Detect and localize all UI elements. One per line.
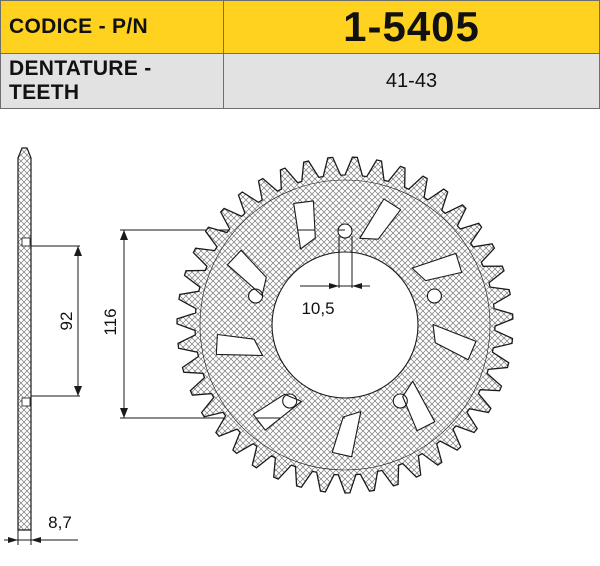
side-profile-outline xyxy=(17,147,32,531)
teeth-row: DENTATURE - TEETH 41-43 xyxy=(0,53,600,109)
dimension-92: 92 xyxy=(57,246,82,396)
sprocket-face xyxy=(176,156,514,494)
lightening-slot xyxy=(432,323,477,361)
spec-table: CODICE - P/N 1-5405 DENTATURE - TEETH 41… xyxy=(0,0,600,109)
center-bore xyxy=(271,251,419,399)
dim-92-label: 92 xyxy=(57,312,76,331)
hub-notch-top xyxy=(21,237,31,247)
dim-10-5-label: 10,5 xyxy=(301,299,334,318)
dim-8-7-label: 8,7 xyxy=(48,513,72,532)
bolt-hole xyxy=(282,393,298,409)
dimension-10-5: 10,5 xyxy=(300,236,370,318)
dim-116-label: 116 xyxy=(101,308,120,335)
teeth-label: DENTATURE - TEETH xyxy=(0,53,224,109)
bolt-hole xyxy=(392,393,408,409)
lightening-slot xyxy=(402,380,436,432)
lightening-slot xyxy=(252,393,302,431)
teeth-value: 41-43 xyxy=(223,53,600,109)
lightening-slot xyxy=(359,198,402,240)
part-number: 1-5405 xyxy=(223,0,600,54)
code-label: CODICE - P/N xyxy=(0,0,224,54)
sprocket-plate xyxy=(176,156,514,494)
dimension-8-7: 8,7 xyxy=(4,513,78,545)
lightening-slot xyxy=(331,411,362,458)
lightening-slot xyxy=(226,249,267,296)
hub-notch-bottom xyxy=(21,397,31,407)
side-profile xyxy=(17,147,80,531)
lightening-slot xyxy=(215,333,264,357)
part-number-row: CODICE - P/N 1-5405 xyxy=(0,0,600,54)
cutout-outlines xyxy=(215,198,477,458)
bolt-hole xyxy=(426,288,442,304)
lightening-slot xyxy=(293,200,316,250)
pitch-circle xyxy=(199,179,491,471)
bolt-hole xyxy=(337,223,353,239)
sprocket-drawing: 92 116 10,5 8,7 xyxy=(4,147,514,545)
lightening-slot xyxy=(411,252,463,282)
